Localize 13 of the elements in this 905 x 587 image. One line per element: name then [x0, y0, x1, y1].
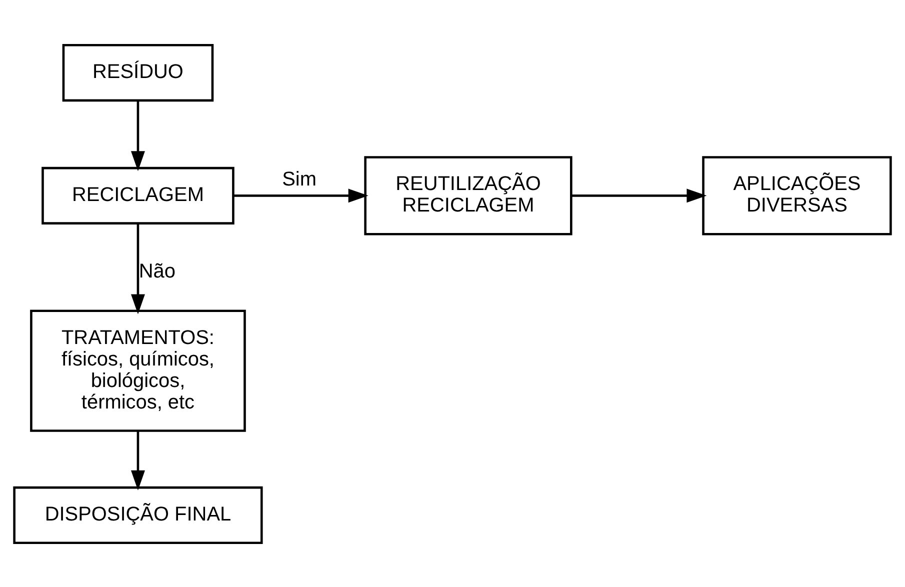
arrow [572, 188, 707, 202]
node-box: REUTILIZAÇÃO RECICLAGEM [364, 156, 572, 235]
edge-label: Sim [282, 168, 316, 190]
node-box: DISPOSIÇÃO FINAL [13, 486, 263, 544]
node-box: RECICLAGEM [42, 166, 234, 224]
node-box: RESÍDUO [62, 44, 214, 102]
arrow [234, 188, 368, 202]
arrow [130, 430, 145, 490]
arrow [130, 100, 145, 171]
arrow [130, 222, 145, 314]
node-box: APLICAÇÕES DIVERSAS [702, 156, 892, 235]
edge-label: Não [138, 260, 176, 282]
node-box: TRATAMENTOS: físicos, químicos, biológicos, térmicos, etc [30, 309, 246, 432]
